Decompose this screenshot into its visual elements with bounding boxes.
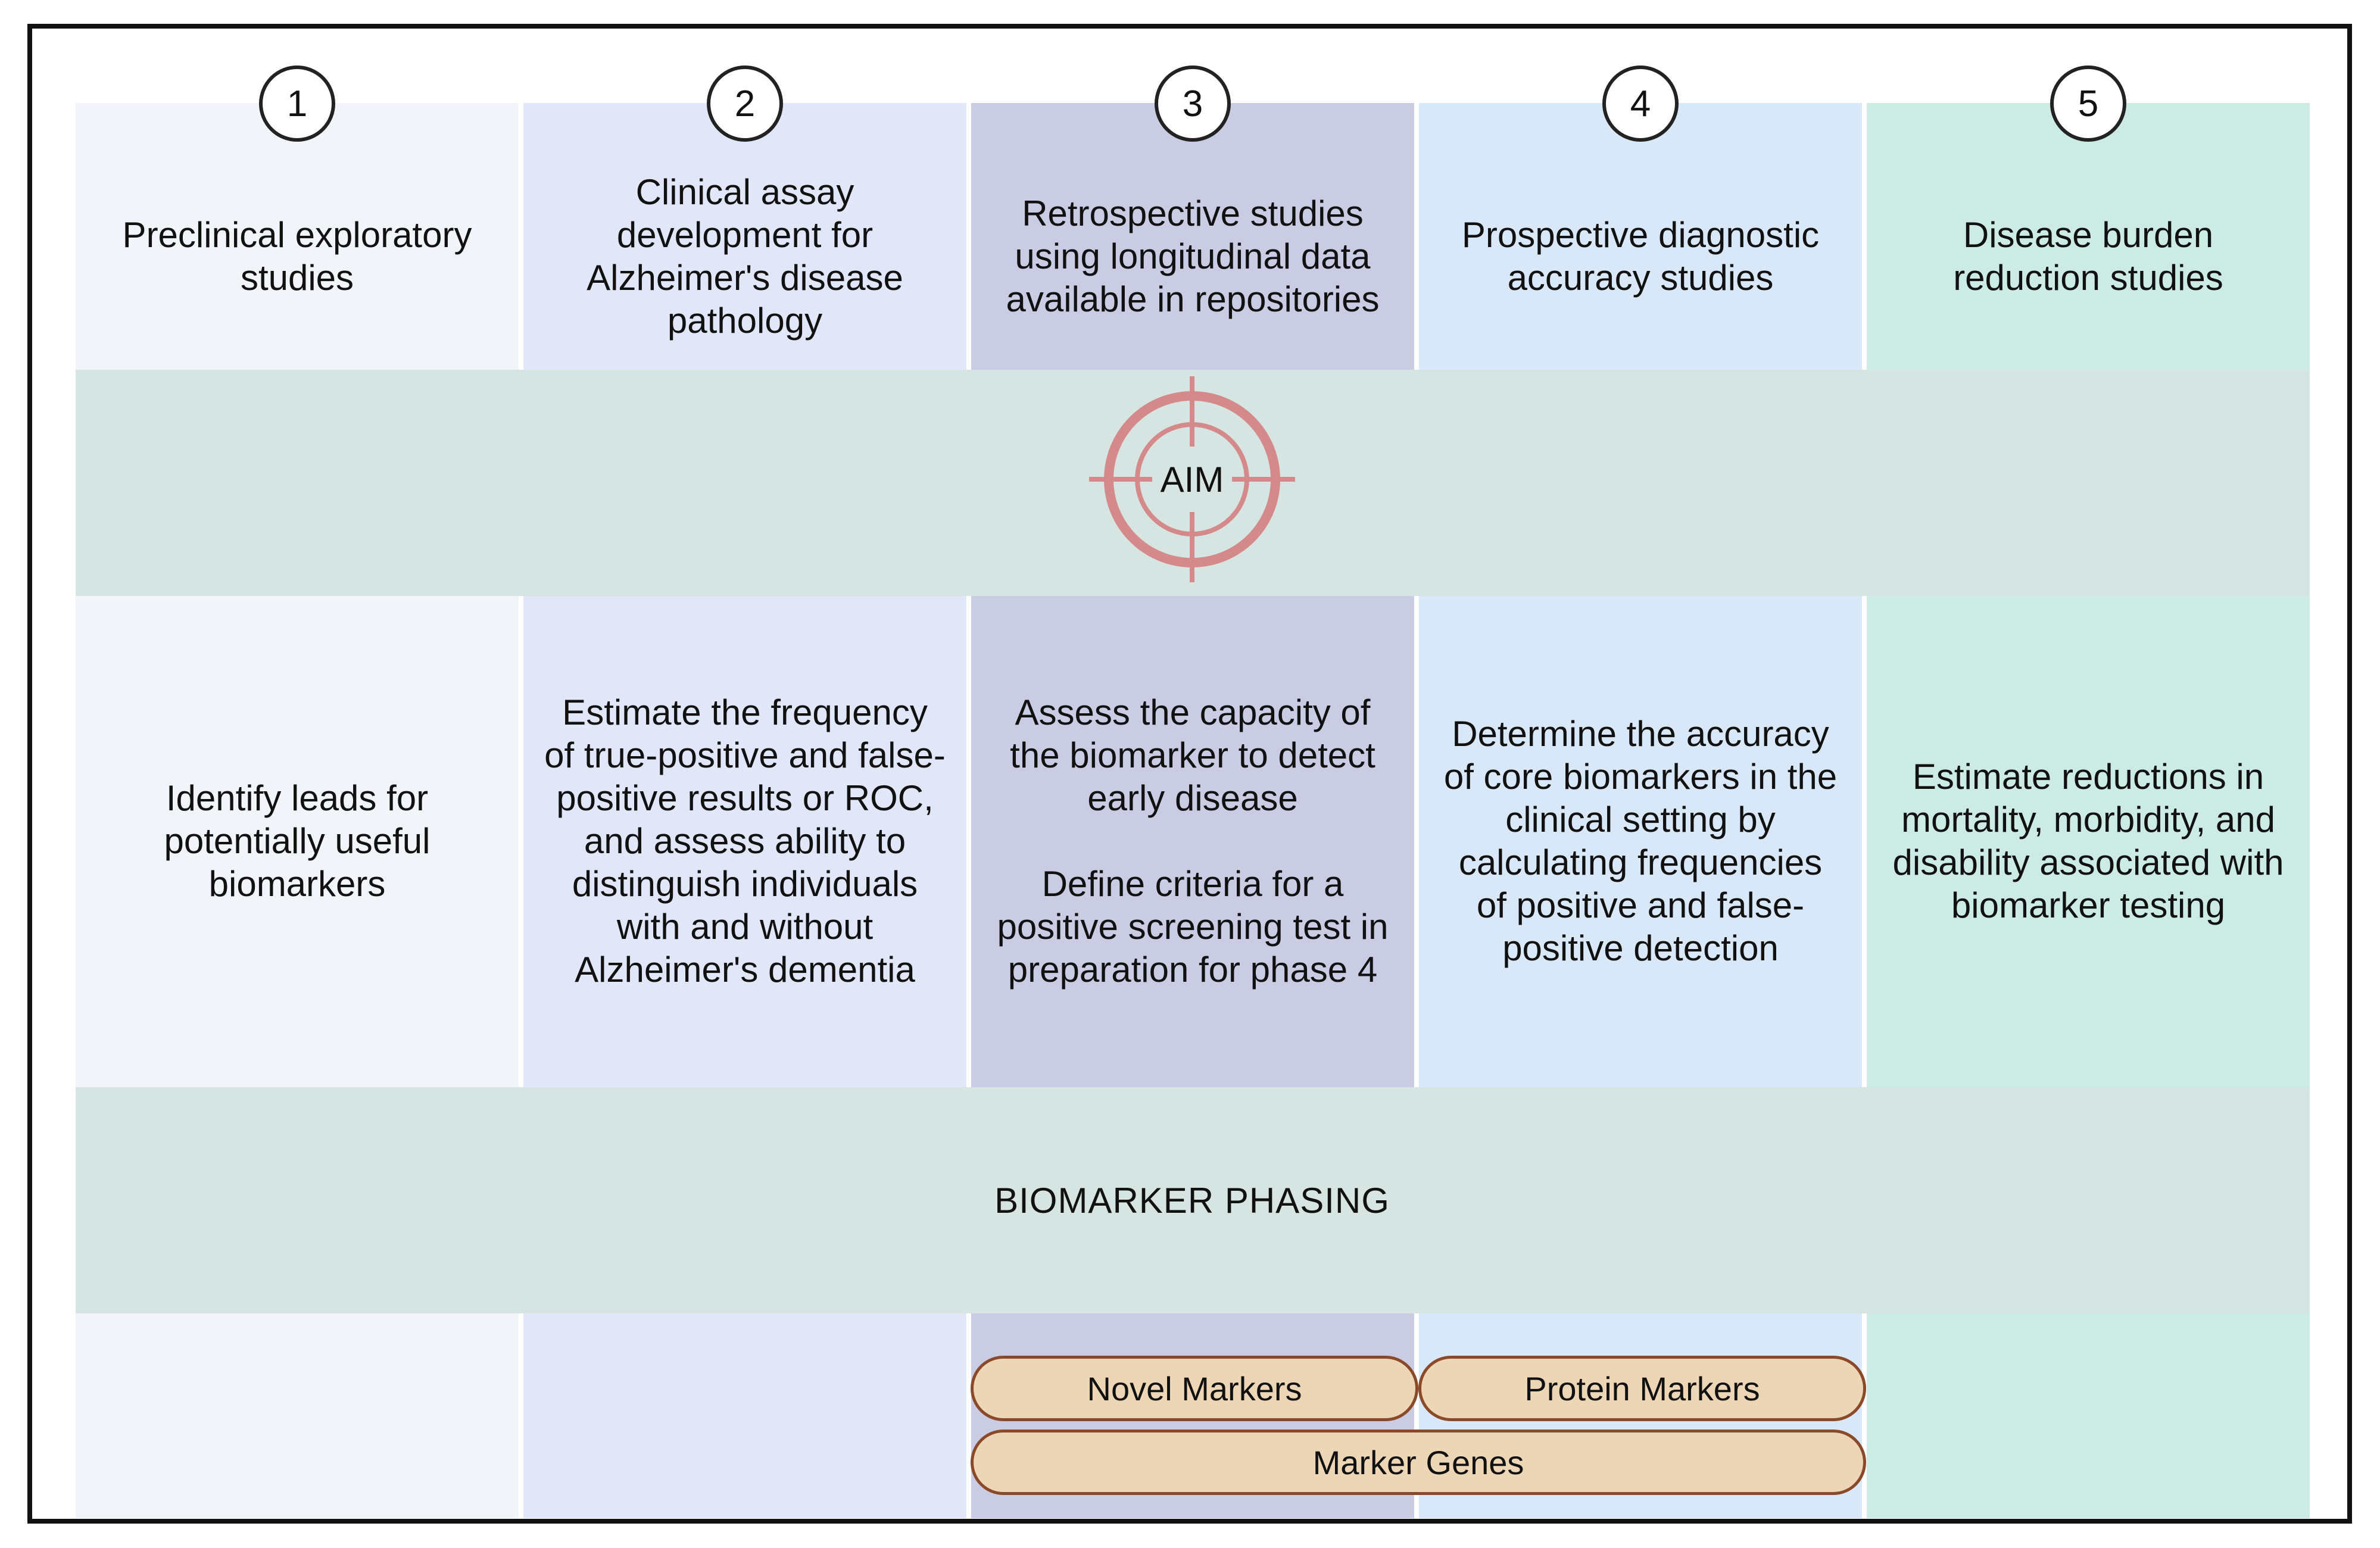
step-number-2: 2 xyxy=(707,65,783,142)
step-number-5: 5 xyxy=(2050,65,2126,142)
step-number-3: 3 xyxy=(1155,65,1231,142)
aim-label: AIM xyxy=(1160,459,1224,500)
phase-title: Disease burden reduction studies xyxy=(1953,215,2223,298)
protein-markers-pill: Protein Markers xyxy=(1418,1356,1866,1421)
phasing-band xyxy=(76,1087,2309,1313)
phase-title: Retrospective studies using longitudinal… xyxy=(1006,194,1380,319)
phase-title: Preclinical exploratory studies xyxy=(122,215,472,298)
phase-grid: Preclinical exploratory studies Identify… xyxy=(76,103,2310,1518)
marker-genes-pill: Marker Genes xyxy=(971,1430,1866,1495)
phase-aim: Assess the capacity of the biomarker to … xyxy=(997,692,1389,990)
biomarker-phasing-label: BIOMARKER PHASING xyxy=(994,1180,1390,1221)
phase-aim: Identify leads for potentially useful bi… xyxy=(164,778,431,904)
novel-markers-pill: Novel Markers xyxy=(971,1356,1418,1421)
phase-title: Clinical assay development for Alzheimer… xyxy=(587,172,903,341)
phase-title: Prospective diagnostic accuracy studies xyxy=(1461,215,1820,298)
step-number-1: 1 xyxy=(259,65,335,142)
phase-aim: Determine the accuracy of core biomarker… xyxy=(1443,714,1838,968)
target-icon xyxy=(1089,376,1295,582)
step-number-4: 4 xyxy=(1602,65,1679,142)
phase-aim: Estimate reductions in mortality, morbid… xyxy=(1892,757,2284,925)
phase-aim: Estimate the frequency of true-positive … xyxy=(544,692,946,990)
